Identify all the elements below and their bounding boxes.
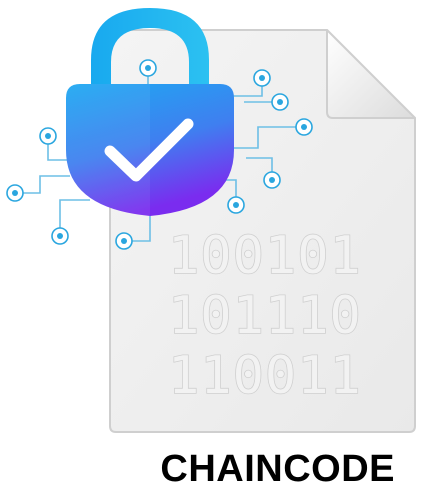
document-fold	[326, 29, 416, 119]
circuit-node-icon	[6, 59, 313, 250]
binary-line-2: 101110	[168, 286, 362, 346]
binary-code: 100101 101110 110011	[167, 225, 362, 407]
caption-title: CHAINCODE	[160, 448, 395, 490]
binary-line-3: 110011	[168, 346, 362, 406]
padlock-shackle	[91, 8, 209, 88]
padlock-icon	[66, 8, 234, 216]
padlock-body	[66, 84, 234, 216]
binary-line-1: 100101	[168, 226, 362, 286]
checkmark-icon	[104, 118, 194, 182]
